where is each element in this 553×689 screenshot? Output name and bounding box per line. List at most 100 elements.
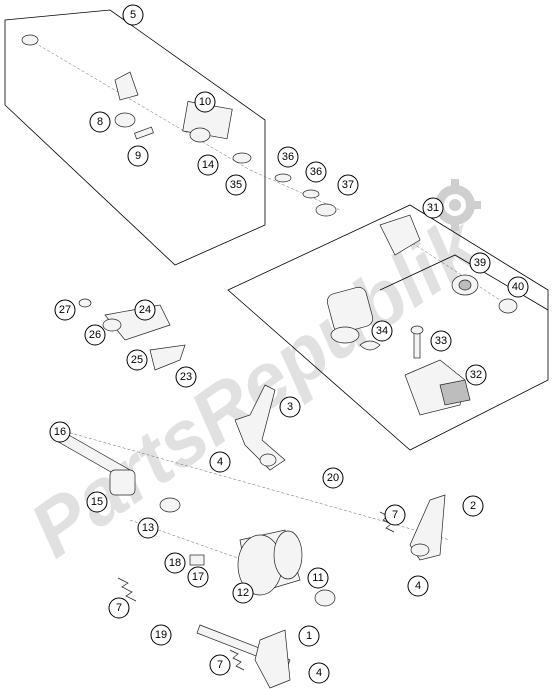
callout-circle xyxy=(305,161,327,183)
callout-label: 23 xyxy=(180,371,192,383)
callout-circle xyxy=(232,582,254,604)
washer-37 xyxy=(315,203,337,217)
callout-circle xyxy=(430,330,452,352)
callout-circle xyxy=(122,4,144,26)
callout-37: 37 xyxy=(337,174,359,196)
callout-label: 32 xyxy=(470,369,482,381)
callout-25: 25 xyxy=(126,349,148,371)
callout-circle xyxy=(175,366,197,388)
shift-shaft-end xyxy=(21,34,39,46)
callout-34: 34 xyxy=(371,320,393,342)
callout-label: 39 xyxy=(474,257,486,269)
callout-5: 5 xyxy=(122,4,144,26)
callout-circle xyxy=(298,625,320,647)
shift-fork-3 xyxy=(234,384,286,471)
callout-label: 5 xyxy=(130,9,136,21)
callout-circle xyxy=(322,467,344,489)
callout-label: 40 xyxy=(512,281,524,293)
callout-label: 10 xyxy=(199,96,211,108)
callout-40: 40 xyxy=(507,276,529,298)
callout-label: 13 xyxy=(142,522,154,534)
callout-label: 7 xyxy=(217,659,223,671)
callout-label: 17 xyxy=(192,571,204,583)
callout-label: 36 xyxy=(282,151,294,163)
callout-4: 4 xyxy=(209,451,231,473)
callout-circle xyxy=(134,299,156,321)
callout-circle xyxy=(279,396,301,418)
callout-24: 24 xyxy=(134,299,156,321)
callout-circle xyxy=(371,320,393,342)
callout-circle xyxy=(84,324,106,346)
callout-circle xyxy=(108,597,130,619)
washer-36a xyxy=(274,173,292,183)
callout-33: 33 xyxy=(430,330,452,352)
callout-circle xyxy=(277,146,299,168)
right-frame xyxy=(227,204,549,451)
callout-label: 3 xyxy=(287,401,293,413)
callout-8: 8 xyxy=(89,111,111,133)
callout-label: 25 xyxy=(131,354,143,366)
callout-label: 7 xyxy=(116,602,122,614)
spring-7c xyxy=(229,649,245,671)
callout-label: 4 xyxy=(316,667,322,679)
callout-label: 18 xyxy=(169,557,181,569)
callout-27: 27 xyxy=(54,299,76,321)
callout-label: 4 xyxy=(415,580,421,592)
shift-lever-31 xyxy=(379,214,421,256)
callout-12: 12 xyxy=(232,582,254,604)
callout-16: 16 xyxy=(49,421,71,443)
bearing-cone xyxy=(114,71,139,101)
top-left-frame xyxy=(4,9,266,266)
callout-circle xyxy=(307,567,329,589)
callout-39: 39 xyxy=(469,252,491,274)
callout-label: 34 xyxy=(376,325,388,337)
ring-11 xyxy=(314,589,336,607)
callout-label: 24 xyxy=(139,304,151,316)
callout-label: 2 xyxy=(470,500,476,512)
callout-35: 35 xyxy=(225,174,247,196)
callout-2: 2 xyxy=(462,495,484,517)
nut-40 xyxy=(498,298,518,314)
callout-label: 12 xyxy=(237,587,249,599)
callout-label: 27 xyxy=(59,304,71,316)
part-sketches xyxy=(21,34,518,689)
callout-32: 32 xyxy=(465,364,487,386)
callout-7: 7 xyxy=(384,504,406,526)
callout-circle xyxy=(209,451,231,473)
callout-1: 1 xyxy=(298,625,320,647)
callout-label: 4 xyxy=(217,456,223,468)
callout-11: 11 xyxy=(307,567,329,589)
callout-circle xyxy=(54,299,76,321)
callout-4: 4 xyxy=(308,662,330,684)
callout-circle xyxy=(86,491,108,513)
callout-label: 35 xyxy=(230,179,242,191)
callout-label: 7 xyxy=(392,509,398,521)
callout-36: 36 xyxy=(277,146,299,168)
callout-31: 31 xyxy=(422,197,444,219)
callout-26: 26 xyxy=(84,324,106,346)
callout-label: 33 xyxy=(435,335,447,347)
lever-25 xyxy=(149,344,186,371)
callout-18: 18 xyxy=(164,552,186,574)
callout-label: 36 xyxy=(310,166,322,178)
callout-13: 13 xyxy=(137,517,159,539)
callout-label: 1 xyxy=(306,630,312,642)
spring-7a xyxy=(117,577,137,602)
washer-27 xyxy=(78,298,92,308)
callout-label: 20 xyxy=(327,472,339,484)
callout-circle xyxy=(197,154,219,176)
callout-4: 4 xyxy=(407,575,429,597)
return-spring xyxy=(134,126,154,140)
callout-label: 11 xyxy=(312,572,323,584)
callout-23: 23 xyxy=(175,366,197,388)
callout-circle xyxy=(469,252,491,274)
callout-label: 14 xyxy=(202,159,214,171)
callout-label: 31 xyxy=(427,202,439,214)
callout-circle xyxy=(337,174,359,196)
washer-13 xyxy=(159,497,181,513)
callout-circle xyxy=(462,495,484,517)
callout-20: 20 xyxy=(322,467,344,489)
callout-circle xyxy=(164,552,186,574)
